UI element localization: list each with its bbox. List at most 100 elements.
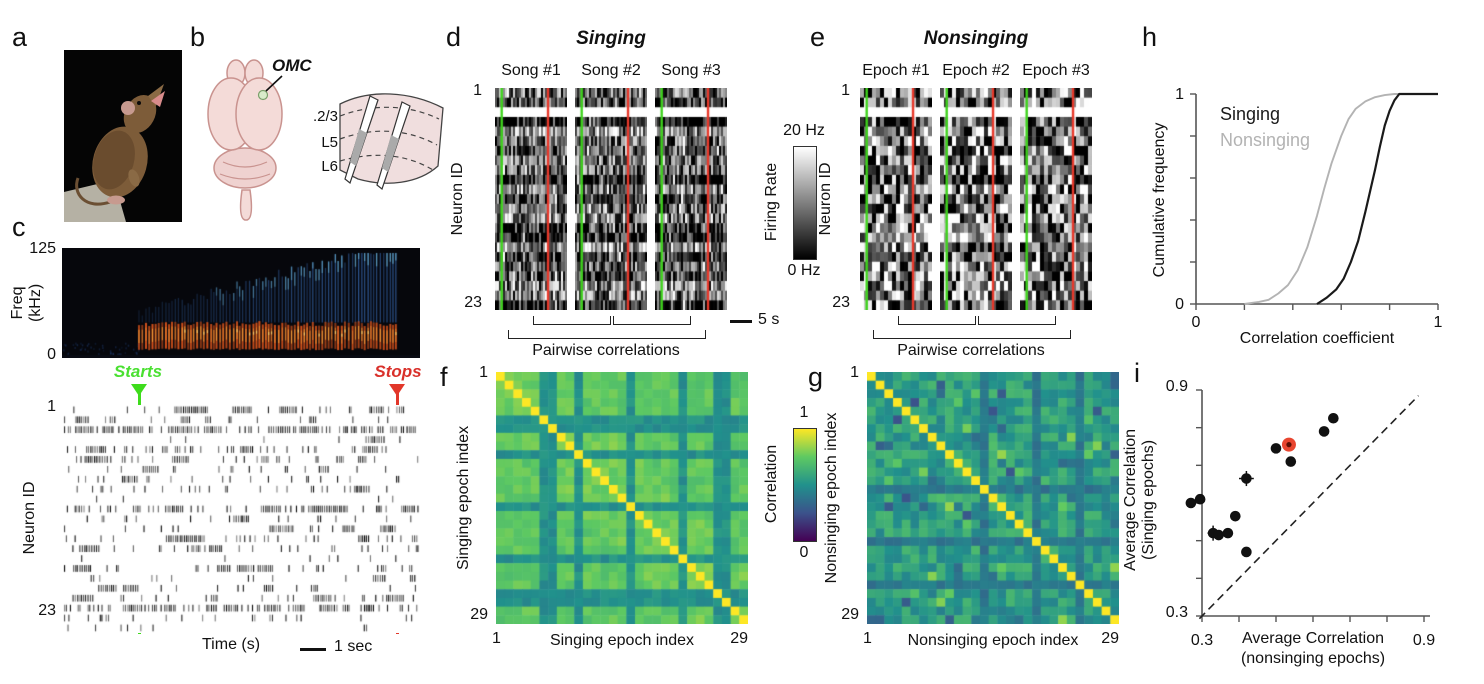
song1-label: Song #1	[501, 62, 561, 79]
corr-cbar-label: Correlation	[763, 444, 781, 524]
panel-letter-i: i	[1134, 358, 1140, 388]
e-tick-1: 1	[841, 82, 850, 99]
singing-ratemap-song3	[655, 88, 727, 310]
freq-tick-125: 125	[29, 240, 56, 257]
freq-axis-label: Freq (kHz)	[9, 283, 44, 323]
e-bracket-2	[978, 316, 1056, 325]
firing-rate-colorbar	[793, 146, 817, 260]
nonsinging-ratemap-epoch2	[940, 88, 1012, 310]
singing-title: Singing	[576, 28, 646, 49]
nonsinging-correlation-matrix	[867, 372, 1119, 624]
firing-cbar-top: 20 Hz	[783, 122, 825, 139]
raster-tick-23: 23	[38, 602, 56, 619]
singing-ratemap-song2	[575, 88, 647, 310]
song3-label: Song #3	[661, 62, 721, 79]
h-legend-singing: Singing	[1220, 104, 1281, 124]
omc-label: OMC	[272, 56, 312, 75]
f-ytick-29: 29	[470, 606, 488, 623]
g-xtick-29: 29	[1101, 630, 1119, 647]
epoch2-label: Epoch #2	[942, 62, 1010, 79]
firing-cbar-label: Firing Rate	[763, 162, 781, 242]
raster-tick-1: 1	[47, 398, 56, 415]
h-ytick-0: 0	[1175, 296, 1184, 313]
singing-ratemap-song1	[495, 88, 567, 310]
d-scalebar	[730, 320, 752, 323]
panel-letter-a: a	[12, 22, 28, 52]
i-ytick-09: 0.9	[1165, 378, 1188, 395]
freq-tick-0: 0	[47, 346, 56, 363]
raster-ylabel: Neuron ID	[21, 481, 39, 555]
d-bracket-1	[533, 316, 611, 325]
singing-correlation-matrix	[496, 372, 748, 624]
omc-site-dot	[257, 89, 269, 101]
mouse-illustration	[64, 50, 182, 222]
layer-label-l5: L5	[321, 134, 338, 151]
panel-letter-f: f	[440, 362, 448, 392]
singing-mouse-photo	[64, 50, 182, 222]
panel-letter-g: g	[808, 362, 824, 392]
spike-raster	[62, 405, 420, 633]
h-xtick-1: 1	[1433, 314, 1443, 331]
epoch3-label: Epoch #3	[1022, 62, 1090, 79]
firing-cbar-bottom: 0 Hz	[787, 262, 821, 279]
raster-scalebar	[300, 648, 326, 651]
g-ylabel: Nonsinging epoch index	[823, 412, 841, 584]
brain-diagram	[198, 50, 323, 221]
i-xtick-03: 0.3	[1190, 632, 1214, 649]
d-tick-1: 1	[473, 82, 482, 99]
nonsinging-ratemap-epoch1	[860, 88, 932, 310]
f-xtick-1: 1	[492, 630, 501, 647]
e-ylabel: Neuron ID	[817, 162, 835, 236]
avg-correlation-scatter	[1185, 389, 1430, 622]
f-ylabel: Singing epoch index	[455, 425, 473, 571]
e-pairwise-label: Pairwise correlations	[897, 342, 1045, 359]
time-axis-label: Time (s)	[202, 636, 261, 653]
f-xlabel: Singing epoch index	[549, 632, 695, 649]
h-xtick-0: 0	[1191, 314, 1201, 331]
i-ylabel: Average Correlation (Singing epochs)	[1122, 428, 1157, 571]
i-xtick-09: 0.9	[1412, 632, 1436, 649]
epoch1-label: Epoch #1	[862, 62, 930, 79]
layer-label-23: .2/3	[312, 108, 338, 125]
raster-scalebar-label: 1 sec	[334, 638, 373, 655]
corr-cbar-bottom: 0	[799, 544, 809, 561]
i-xlabel-line1: Average Correlation	[1241, 630, 1384, 647]
d-scalebar-label: 5 s	[758, 311, 780, 328]
d-bracket-all	[508, 330, 706, 339]
brain-topview	[207, 59, 283, 221]
g-xlabel: Nonsinging epoch index	[907, 632, 1079, 649]
song2-label: Song #2	[581, 62, 641, 79]
nonsinging-title: Nonsinging	[923, 28, 1029, 49]
f-ytick-1: 1	[479, 364, 488, 381]
probe-1	[344, 95, 379, 185]
cortex-layers-diagram	[339, 93, 444, 191]
nonsinging-ratemap-epoch3	[1020, 88, 1092, 310]
cortex-probe-inset	[298, 82, 446, 202]
corr-cbar-top: 1	[799, 404, 809, 421]
layer-label-l6: L6	[321, 158, 338, 175]
panel-letter-b: b	[190, 22, 206, 52]
h-ytick-1: 1	[1175, 86, 1184, 103]
g-xtick-1: 1	[863, 630, 872, 647]
h-legend-nonsinging: Nonsinging	[1220, 130, 1311, 150]
i-xlabel-line2: (nonsinging epochs)	[1240, 650, 1386, 667]
probe-2	[376, 101, 411, 191]
panel-letter-d: d	[446, 22, 462, 52]
cdf-plot	[1190, 92, 1439, 310]
d-tick-23: 23	[464, 294, 482, 311]
g-ytick-1: 1	[850, 364, 859, 381]
panel-letter-h: h	[1142, 22, 1158, 52]
song-spectrogram	[62, 248, 420, 358]
song-stops-label: Stops	[374, 362, 422, 381]
h-xlabel: Correlation coefficient	[1239, 330, 1395, 347]
d-ylabel: Neuron ID	[449, 162, 467, 236]
g-ytick-29: 29	[841, 606, 859, 623]
i-ytick-03: 0.3	[1165, 604, 1188, 621]
e-bracket-all	[873, 330, 1071, 339]
song-starts-label: Starts	[113, 362, 163, 381]
h-ylabel: Cumulative frequency	[1151, 122, 1169, 278]
panel-letter-e: e	[810, 22, 826, 52]
f-xtick-29: 29	[730, 630, 748, 647]
d-pairwise-label: Pairwise correlations	[532, 342, 680, 359]
